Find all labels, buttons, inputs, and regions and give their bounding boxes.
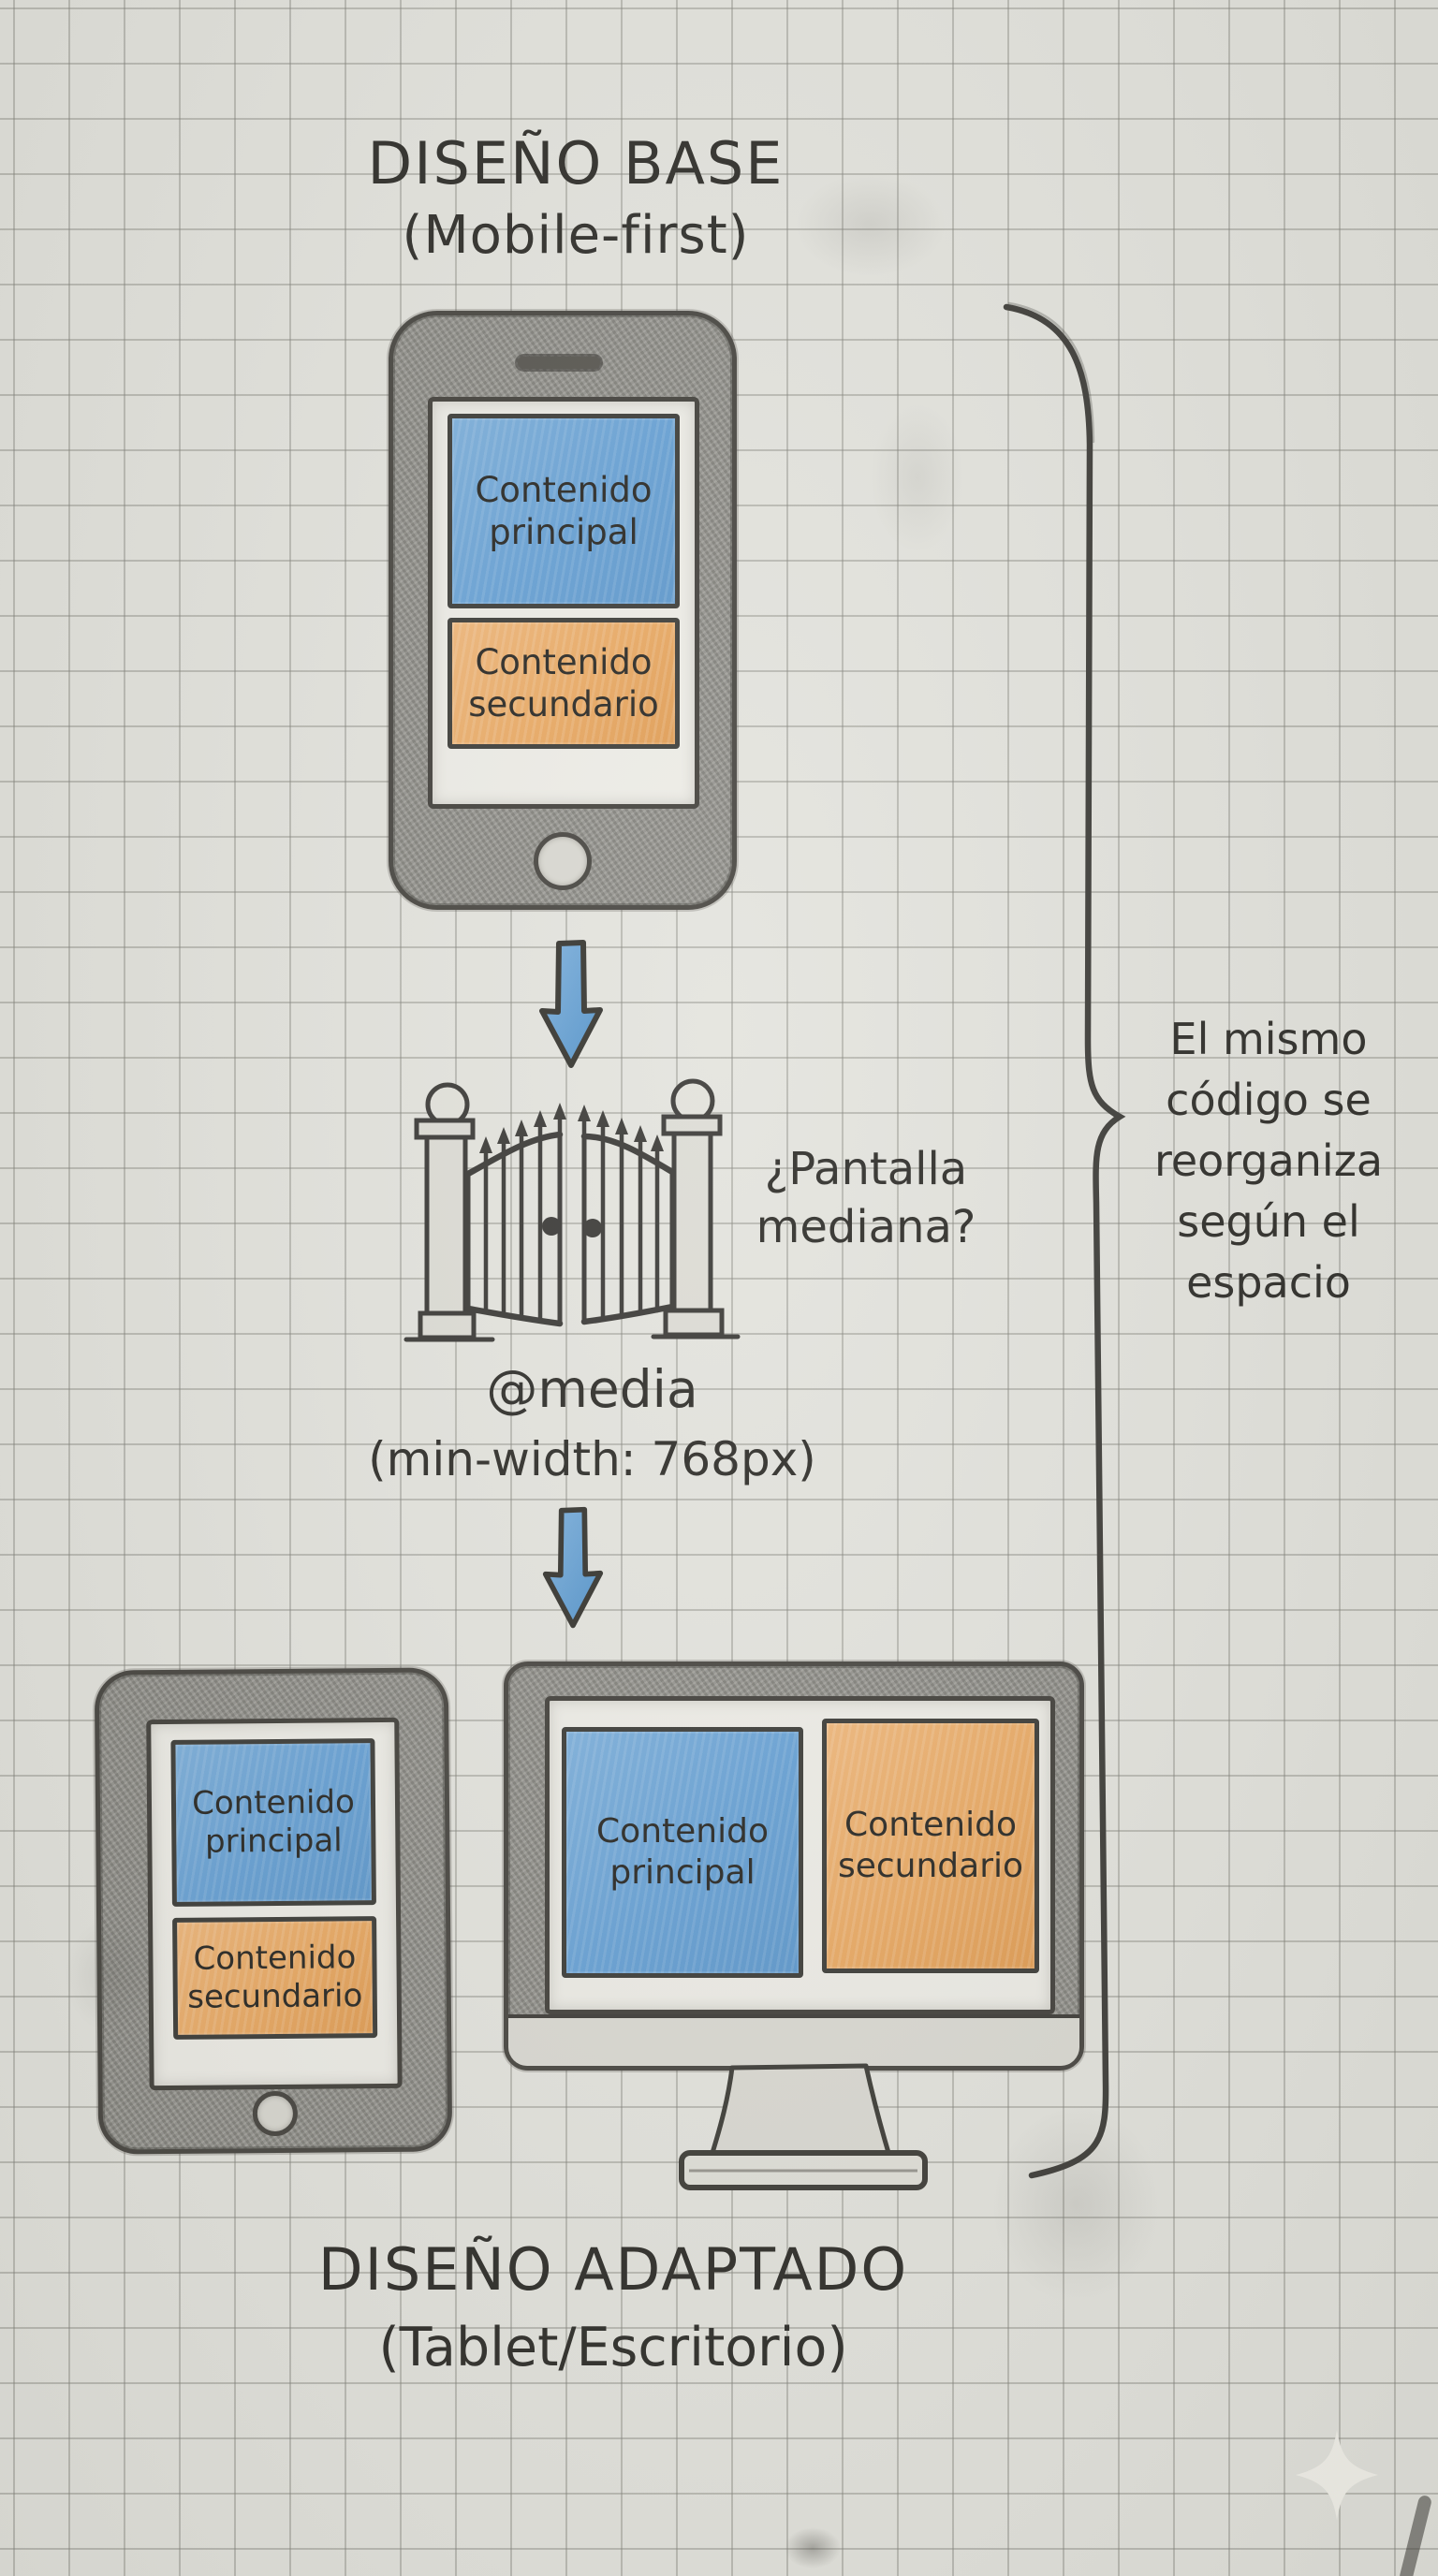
secondary-content-box: Contenido secundario bbox=[822, 1719, 1039, 1973]
mobile-first-subtitle: (Mobile-first) bbox=[402, 205, 750, 266]
note-line: reorganiza bbox=[1153, 1135, 1384, 1186]
primary-content-box: Contenido principal bbox=[562, 1727, 803, 1978]
adapted-title: DISEÑO ADAPTADO bbox=[317, 2235, 909, 2304]
pencil-smudge bbox=[1398, 2494, 1433, 2576]
primary-content-box: Contenido principal bbox=[170, 1738, 376, 1907]
gate-icon bbox=[404, 1078, 741, 1342]
note-line: según el bbox=[1177, 1196, 1360, 1247]
media-query-text: @media (min-width: 768px) bbox=[351, 1359, 833, 1486]
phone-home-button bbox=[534, 832, 592, 890]
phone-screen: Contenido principal Contenido secundario bbox=[428, 397, 699, 809]
page-title: DISEÑO BASE bbox=[367, 129, 785, 198]
diagram-title-top: DISEÑO BASE (Mobile-first) bbox=[300, 129, 852, 266]
question-text: ¿Pantalla mediana? bbox=[726, 1140, 1006, 1256]
secondary-content-label: Contenido secundario bbox=[468, 641, 659, 724]
note-line: código se bbox=[1166, 1075, 1372, 1125]
arrow-down-icon bbox=[542, 1506, 604, 1629]
diagram-title-bottom: DISEÑO ADAPTADO (Tablet/Escritorio) bbox=[309, 2235, 917, 2378]
primary-content-box: Contenido principal bbox=[448, 414, 680, 608]
primary-content-label: Contenido principal bbox=[191, 1782, 356, 1861]
note-line: espacio bbox=[1186, 1257, 1351, 1308]
adapted-subtitle: (Tablet/Escritorio) bbox=[378, 2317, 848, 2378]
monitor-chin bbox=[508, 2014, 1079, 2066]
primary-content-label: Contenido principal bbox=[475, 469, 653, 552]
secondary-content-label: Contenido secundario bbox=[837, 1806, 1024, 1885]
primary-content-label: Contenido principal bbox=[596, 1812, 769, 1892]
tablet-sketch: Contenido principal Contenido secundario bbox=[94, 1667, 453, 2155]
secondary-content-label: Contenido secundario bbox=[187, 1938, 363, 2016]
tablet-screen: Contenido principal Contenido secundario bbox=[146, 1717, 403, 2091]
phone-speaker bbox=[518, 357, 600, 369]
question-line-2: mediana? bbox=[756, 1201, 976, 1253]
note-line: El mismo bbox=[1169, 1014, 1368, 1064]
secondary-content-box: Contenido secundario bbox=[448, 618, 680, 749]
pencil-smudge bbox=[871, 402, 964, 552]
question-line-1: ¿Pantalla bbox=[764, 1143, 968, 1195]
pencil-smudge bbox=[785, 2527, 841, 2569]
monitor-sketch: Contenido principal Contenido secundario bbox=[504, 1661, 1084, 2071]
monitor-screen: Contenido principal Contenido secundario bbox=[545, 1696, 1055, 2014]
secondary-content-box: Contenido secundario bbox=[172, 1916, 378, 2040]
media-query-line-1: @media bbox=[486, 1359, 698, 1419]
sparkle-icon bbox=[1296, 2430, 1378, 2520]
curly-brace-icon bbox=[1003, 301, 1126, 2179]
brace-note: El mismo código se reorganiza según el e… bbox=[1128, 1009, 1409, 1313]
arrow-down-icon bbox=[539, 940, 603, 1068]
media-query-line-2: (min-width: 768px) bbox=[368, 1432, 816, 1486]
phone-sketch: Contenido principal Contenido secundario bbox=[389, 311, 737, 910]
monitor-stand bbox=[679, 2063, 928, 2190]
tablet-home-button bbox=[252, 2090, 299, 2137]
